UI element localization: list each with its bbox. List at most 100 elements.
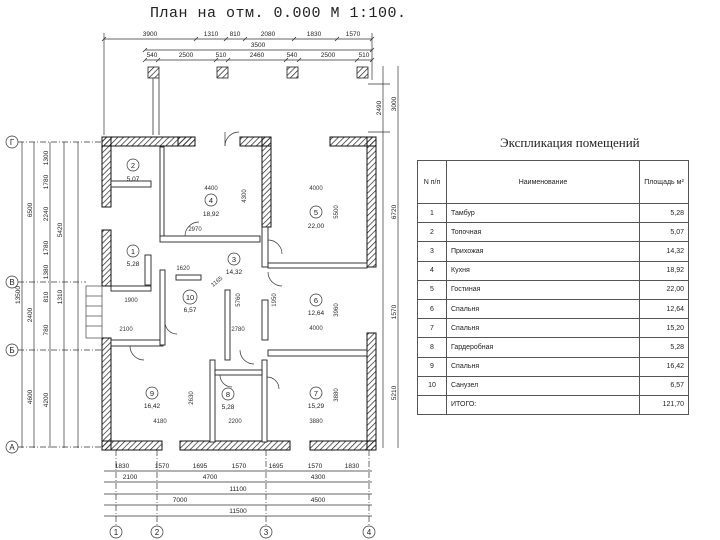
dim-bottom-r1-5: 1695 <box>269 463 284 470</box>
dim-left-i1-4: 1780 <box>43 240 50 255</box>
dim-top-total: 3500 <box>251 42 266 49</box>
dim-top-3: 810 <box>230 31 241 38</box>
room-5-number: 5 <box>314 208 318 217</box>
room-9-number: 9 <box>150 389 154 398</box>
header-area: Площадь м² <box>639 160 689 204</box>
dim-right-4: 1570 <box>391 304 398 319</box>
terrace-post <box>152 78 390 135</box>
dimension-ticks-top <box>101 36 375 63</box>
interior-dim: 4000 <box>309 186 323 192</box>
dim-top-1: 3900 <box>143 31 158 38</box>
axis-col-2: 2 <box>155 528 160 537</box>
dimension-lines-top <box>103 33 373 135</box>
dim-top-2: 1310 <box>204 31 219 38</box>
interior-dim: 4000 <box>309 326 323 332</box>
axis-markers-left <box>5 135 102 454</box>
room-6-marker <box>309 293 323 307</box>
dim-left-i1-3: 2240 <box>43 206 50 221</box>
axis-row-b: Б <box>9 346 14 355</box>
axis-row-v: В <box>9 278 14 287</box>
dim-left-mid-1: 6500 <box>27 202 34 217</box>
interior-dim: 4300 <box>242 189 248 203</box>
axis-markers-bottom <box>109 525 376 539</box>
dim-top-4: 2080 <box>261 31 276 38</box>
dim-bottom-r4-1: 7000 <box>173 497 188 504</box>
room-10-marker <box>182 289 198 305</box>
exterior-walls <box>101 136 377 451</box>
interior-dim: 4180 <box>153 419 167 425</box>
dim-bottom-r5: 11500 <box>229 508 247 515</box>
room-2-number: 2 <box>131 161 135 170</box>
dim-bottom-r1-1: 1830 <box>115 463 130 470</box>
dimension-lines-right <box>382 66 399 448</box>
room-4-marker <box>204 193 218 207</box>
explication-title: Экспликация помещений <box>500 135 640 150</box>
dim-left-i2-2: 5420 <box>57 222 64 237</box>
room-10-area: 6,57 <box>184 307 197 314</box>
dim-top-r3-4: 2460 <box>250 52 265 59</box>
dim-bottom-r4-2: 4500 <box>311 497 326 504</box>
interior-dim: 4400 <box>204 186 218 192</box>
interior-dim: 5760 <box>236 293 242 307</box>
dim-left-i1-7: 780 <box>43 324 50 335</box>
dim-left-mid-3: 4600 <box>27 389 34 404</box>
axis-col-4: 4 <box>367 528 372 537</box>
room-1-number: 1 <box>131 247 135 256</box>
dim-left-i1-1: 1300 <box>43 150 50 165</box>
room-7-area: 15,29 <box>308 403 325 410</box>
interior-dim: 2630 <box>189 391 195 405</box>
room-1-marker <box>126 244 140 258</box>
interior-dim: 3880 <box>309 419 323 425</box>
interior-dim: 1900 <box>124 298 138 304</box>
interior-walls <box>110 146 368 443</box>
room-8-marker <box>221 387 235 401</box>
room-5-marker <box>309 205 323 219</box>
dim-top-r3-3: 510 <box>216 52 227 59</box>
dim-left-i1-8: 4200 <box>43 392 50 407</box>
interior-dim: 2100 <box>119 327 133 333</box>
interior-dim: 2780 <box>231 327 245 333</box>
room-3-marker <box>227 252 241 266</box>
room-4-number: 4 <box>209 196 213 205</box>
dim-top-r3-2: 2500 <box>179 52 194 59</box>
interior-dim: 3880 <box>334 388 340 402</box>
axis-col-1: 1 <box>114 528 119 537</box>
dimension-lines-left <box>21 142 79 448</box>
axis-row-a: А <box>9 443 15 452</box>
interior-dim: 1950 <box>272 293 278 307</box>
room-6-number: 6 <box>314 296 318 305</box>
dim-left-i2-1: 1310 <box>57 289 64 304</box>
room-10-number: 10 <box>186 293 194 302</box>
dim-left-mid-2: 2400 <box>27 307 34 322</box>
header-name: Наименование <box>446 160 640 204</box>
dim-top-r3-6: 2500 <box>321 52 336 59</box>
interior-dim: 1165 <box>210 275 224 288</box>
dim-right-5: 5210 <box>391 385 398 400</box>
interior-dim: 5500 <box>334 205 340 219</box>
interior-dim: 1620 <box>176 266 190 272</box>
dim-left-i1-2: 1780 <box>43 174 50 189</box>
dim-left-i1-5: 1380 <box>43 264 50 279</box>
interior-dim: 3960 <box>334 303 340 317</box>
terrace-columns <box>147 66 369 79</box>
room-7-marker <box>309 386 323 400</box>
dim-top-r3-1: 540 <box>147 52 158 59</box>
dim-top-6: 1570 <box>346 31 361 38</box>
room-6-area: 12,64 <box>308 310 325 317</box>
dim-bottom-r3: 11100 <box>229 486 246 493</box>
dim-top-r3-7: 510 <box>359 52 370 59</box>
dim-right-1: 3000 <box>391 96 398 111</box>
room-1-area: 5,28 <box>127 261 140 268</box>
axis-row-g: Г <box>10 138 15 147</box>
